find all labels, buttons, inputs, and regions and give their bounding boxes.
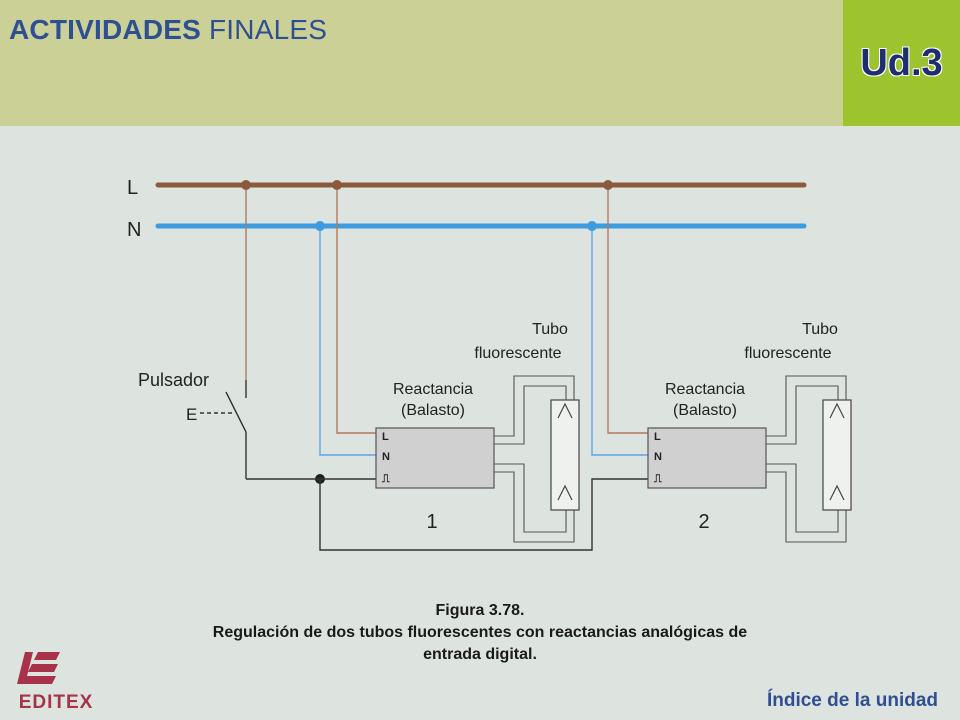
editex-logo: EDITEX <box>17 652 94 713</box>
tube-1-label-line2: fluorescente <box>474 345 561 362</box>
ballast-1 <box>375 427 495 489</box>
ballast-2-label-line1: Reactancia <box>665 381 745 398</box>
fluorescent-tube-1 <box>550 399 580 511</box>
circuit-number-2: 2 <box>698 511 709 533</box>
unit-label: Ud.3 <box>860 42 943 84</box>
line-n-label: N <box>127 219 141 241</box>
figure-caption-text-2: entrada digital. <box>423 646 537 663</box>
ballast-1-label-line2: (Balasto) <box>401 402 465 419</box>
ballast-1-terminal-l: L <box>382 431 389 443</box>
phase-wires <box>245 185 652 434</box>
figure-caption-text-1: Regulación de dos tubos fluorescentes co… <box>212 624 748 641</box>
page-title-normal: FINALES <box>208 14 328 45</box>
tube-1-label-line1: Tubo <box>532 321 568 338</box>
ballast-2-tube-wires <box>766 375 847 543</box>
neutral-wires <box>319 226 652 456</box>
ballast-1-tube-wires <box>494 375 575 543</box>
control-wires <box>246 478 652 551</box>
ballast-1-terminal-d: ⎍ <box>381 473 390 485</box>
tube-2-label-line1: Tubo <box>802 321 838 338</box>
unit-badge: Ud.3 <box>843 0 960 126</box>
ballast-1-label-line1: Reactancia <box>393 381 473 398</box>
push-button-switch <box>200 380 247 479</box>
unit-index-link[interactable]: Índice de la unidad <box>766 690 938 711</box>
ballast-2 <box>647 427 767 489</box>
circuit-number-1: 1 <box>426 511 437 533</box>
wiring-diagram: L N Pulsador E L N ⎍ Reactancia ( <box>127 177 852 551</box>
figure-caption: Figura 3.78. Regulación de dos tubos flu… <box>80 600 880 666</box>
header-bar: ACTIVIDADES FINALES <box>0 0 843 126</box>
tube-2-label-line2: fluorescente <box>744 345 831 362</box>
ballast-2-terminal-l: L <box>654 431 661 443</box>
fluorescent-tube-2 <box>822 399 852 511</box>
ballast-2-terminal-n: N <box>654 451 662 463</box>
page-title: ACTIVIDADES FINALES <box>9 14 327 46</box>
ballast-1-terminal-n: N <box>382 451 390 463</box>
figure-caption-number: Figura 3.78. <box>435 602 525 619</box>
ballast-2-terminal-d: ⎍ <box>653 473 662 485</box>
ballast-2-label-line2: (Balasto) <box>673 402 737 419</box>
line-l-label: L <box>127 177 138 199</box>
page-title-bold: ACTIVIDADES <box>9 14 201 45</box>
push-button-label: Pulsador <box>138 370 209 390</box>
push-button-e-label: E <box>186 405 197 424</box>
editex-logo-text: EDITEX <box>19 692 94 713</box>
